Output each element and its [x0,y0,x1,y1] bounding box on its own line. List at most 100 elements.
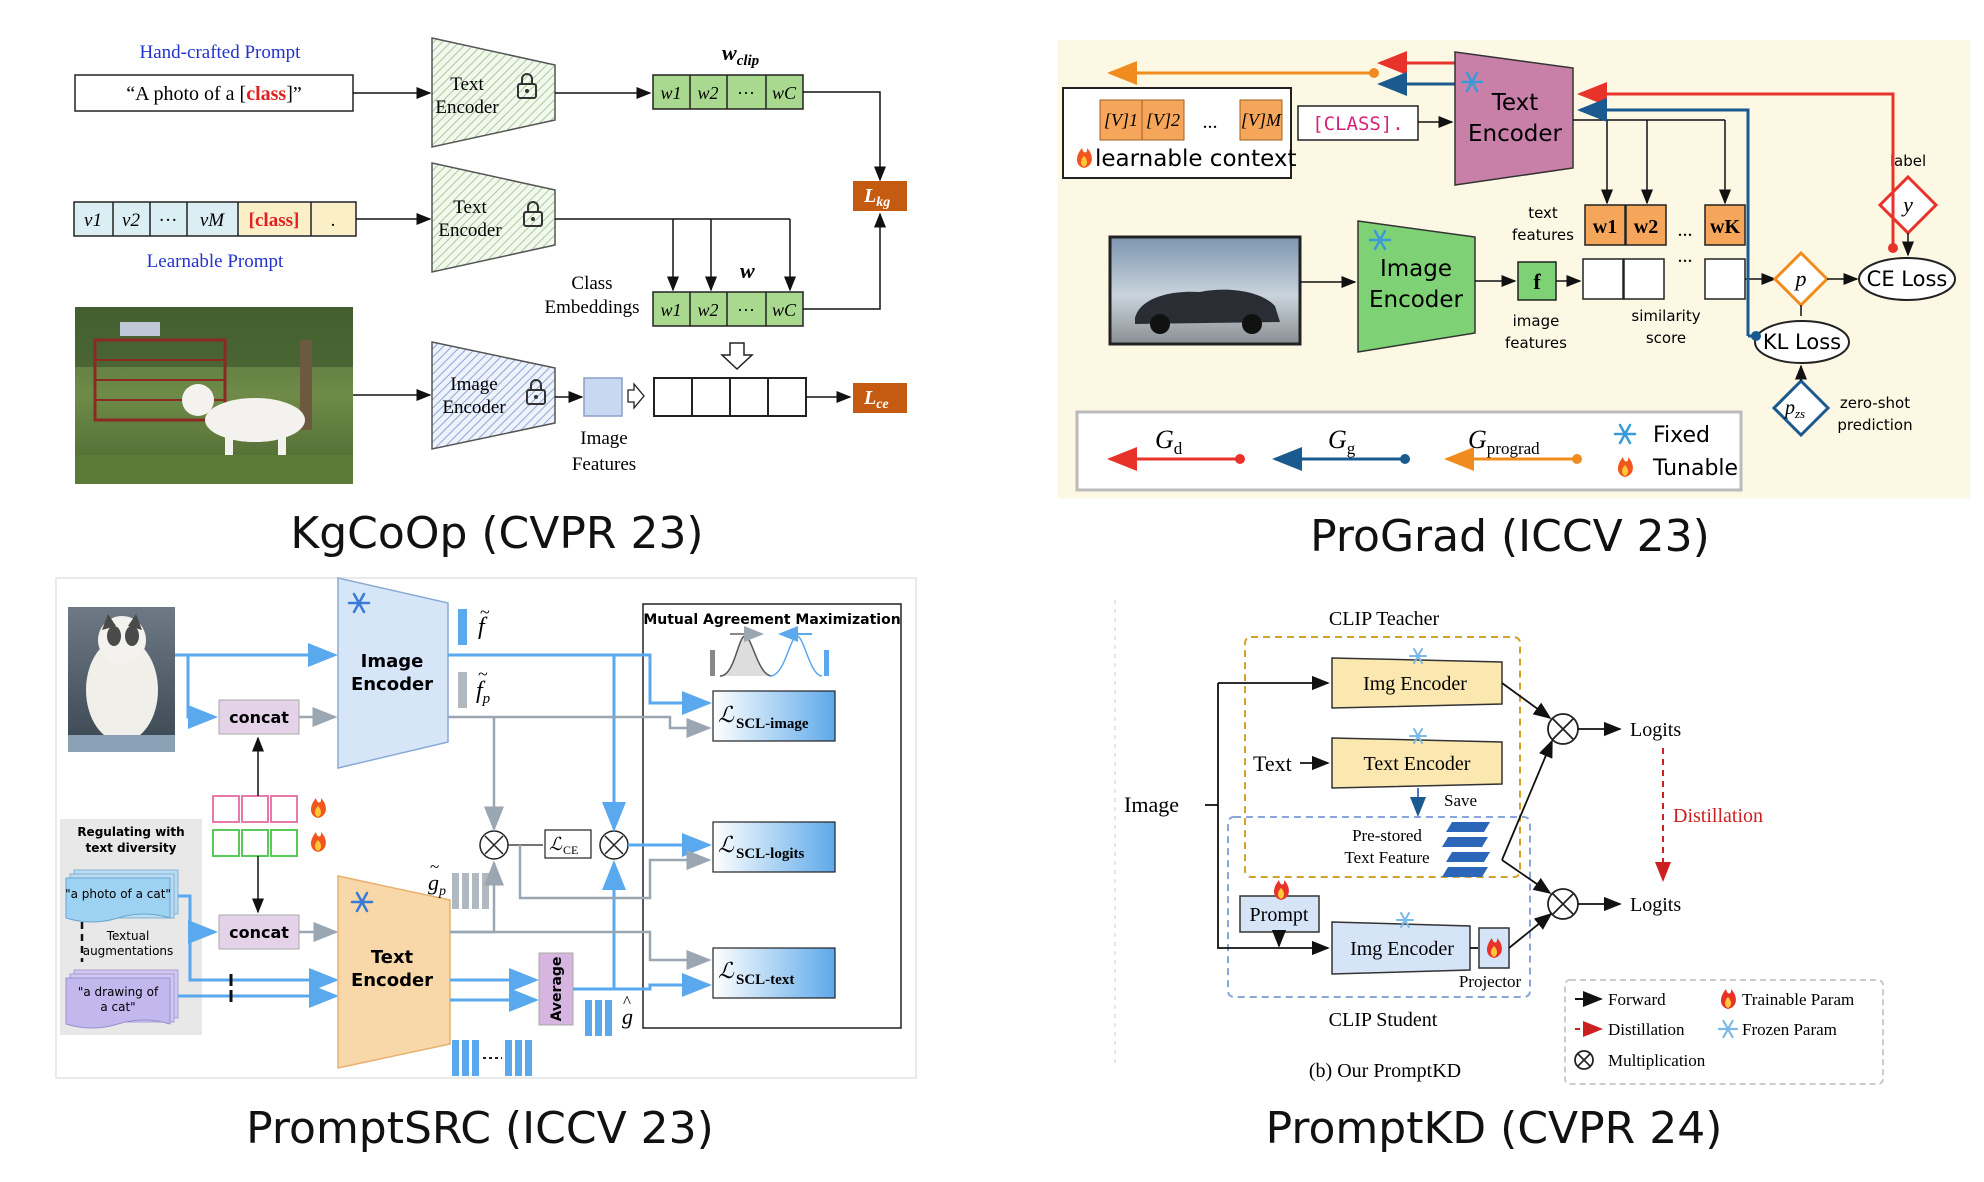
student-img-encoder [1331,921,1471,975]
svg-text:Img Encoder: Img Encoder [1363,673,1467,695]
svg-text:features: features [1505,334,1567,352]
svg-text:...: ... [1678,219,1693,241]
ce-loss-box [544,829,592,859]
svg-text:Image: Image [361,651,424,672]
image-encoder-frozen [337,577,449,769]
text-encoder-frozen [431,162,556,273]
text-encoder-frozen [1454,51,1574,186]
teacher-text-encoder [1331,737,1503,789]
f-label: f [1533,269,1541,294]
ce-loss [1858,257,1956,301]
svg-text:[class]: [class] [249,210,300,231]
text-feature-cells: w1 w2 ... wK [1584,204,1746,246]
loss-ce-label: Lce [863,387,889,412]
class-embeddings-label: Class [571,273,612,294]
svg-text:Forward: Forward [1608,990,1666,1009]
lock-icon [526,379,546,405]
snowflake-icon [1409,728,1427,744]
svg-text:Features: Features [572,454,636,475]
svg-text:Encoder: Encoder [1369,287,1464,313]
text-encoder-frozen [431,37,556,148]
fire-icon [310,832,326,852]
svg-text:concat: concat [229,708,289,727]
snowflake-icon [1460,71,1484,93]
svg-text:v1: v1 [84,210,102,231]
legend-fixed: Fixed [1653,423,1710,448]
scl-image-loss [712,690,836,742]
cat-photo [68,607,175,752]
loss-kg-label: Lkg [863,185,890,210]
image-features-label: Image [580,428,627,449]
save-label: Save [1444,791,1477,810]
svg-text:[V]2: [V]2 [1146,110,1180,130]
promptsrc-caption: PromptSRC (ICCV 23) [246,1103,714,1154]
svg-text:Prompt: Prompt [1250,904,1309,926]
svg-text:w2: w2 [697,83,718,103]
car-photo [1108,235,1302,346]
svg-text:Encoder: Encoder [1468,121,1563,147]
teacher-img-encoder [1331,657,1503,709]
class-token-box [1297,105,1419,141]
svg-text:Image: Image [1380,256,1452,282]
svg-text:Text: Text [1491,90,1539,116]
prograd-caption: ProGrad (ICCV 23) [1310,511,1710,562]
svg-text:Encoder: Encoder [438,220,502,241]
snowflake-icon [350,891,374,913]
svg-text:v2: v2 [122,210,140,231]
svg-text:Encoder: Encoder [351,970,433,991]
svg-text:···: ··· [159,210,178,231]
class-embedding-cells: w1 w2 ··· wC [652,291,804,327]
promptsrc-panel: Image Encoder concat Regulating with tex… [55,577,917,1154]
snowflake-icon [1613,423,1637,445]
clip-teacher-label: CLIP Teacher [1329,608,1440,630]
average-box [538,952,574,1026]
class-token-label: [CLASS]. [1312,113,1404,135]
down-arrow-icon [720,342,754,371]
promptkd-subcaption: (b) Our PromptKD [1309,1060,1461,1082]
fire-icon [1076,148,1092,168]
snowflake-icon [1396,912,1414,928]
w-label: w [740,258,755,283]
svg-text:^: ^ [623,992,631,1011]
logits-cells [653,377,807,417]
svg-text:w1: w1 [660,300,681,320]
lock-icon [523,201,543,227]
svg-text:[V]1: [V]1 [1104,110,1138,130]
image-input-label: Image [1124,792,1179,817]
distillation-label: Distillation [1673,805,1763,827]
image-feature-box [583,377,623,417]
teacher-logits-label: Logits [1630,719,1681,741]
context-token-cells: [V]1 [V]2 ... [V]M [1099,99,1283,141]
loss-kg-box [853,181,907,211]
projector-label: Projector [1459,972,1522,991]
svg-text:Img Encoder: Img Encoder [1350,938,1454,960]
learnable-context-label: learnable context [1095,146,1297,172]
image-features-label: image [1513,312,1560,330]
legend-gg: Gg [1328,425,1356,458]
svg-text:y: y [1901,192,1913,217]
handcrafted-prompt-label: Hand-crafted Prompt [140,42,302,63]
dog-photo [75,307,353,484]
p-zs-diamond [1771,378,1831,438]
f-tilde-label: f [478,614,488,640]
w-clip-cells: w1 w2 ··· wC [652,74,804,110]
learnable-prompt-label: Learnable Prompt [147,251,284,272]
student-logits-label: Logits [1630,894,1681,916]
svg-text:···: ··· [737,300,755,320]
svg-text:prediction: prediction [1837,416,1912,434]
svg-text:Average: Average [549,957,565,1022]
loss-ce-box [853,383,907,413]
svg-text:text diversity: text diversity [86,841,177,855]
text-features-label: text [1528,204,1558,222]
svg-text:ℒ: ℒ [718,832,735,857]
svg-text:wC: wC [772,300,797,320]
zero-shot-label: zero-shot [1840,394,1910,412]
svg-text:Textual: Textual [106,929,150,943]
svg-text:...: ... [1203,111,1218,133]
svg-text:Text: Text [453,197,487,218]
legend-gprograd: Gprograd [1468,425,1540,458]
svg-text:Multiplication: Multiplication [1608,1051,1706,1070]
handcrafted-prompt-text: “A photo of a [class]” [126,83,302,105]
book-stack-icon [1442,822,1490,877]
